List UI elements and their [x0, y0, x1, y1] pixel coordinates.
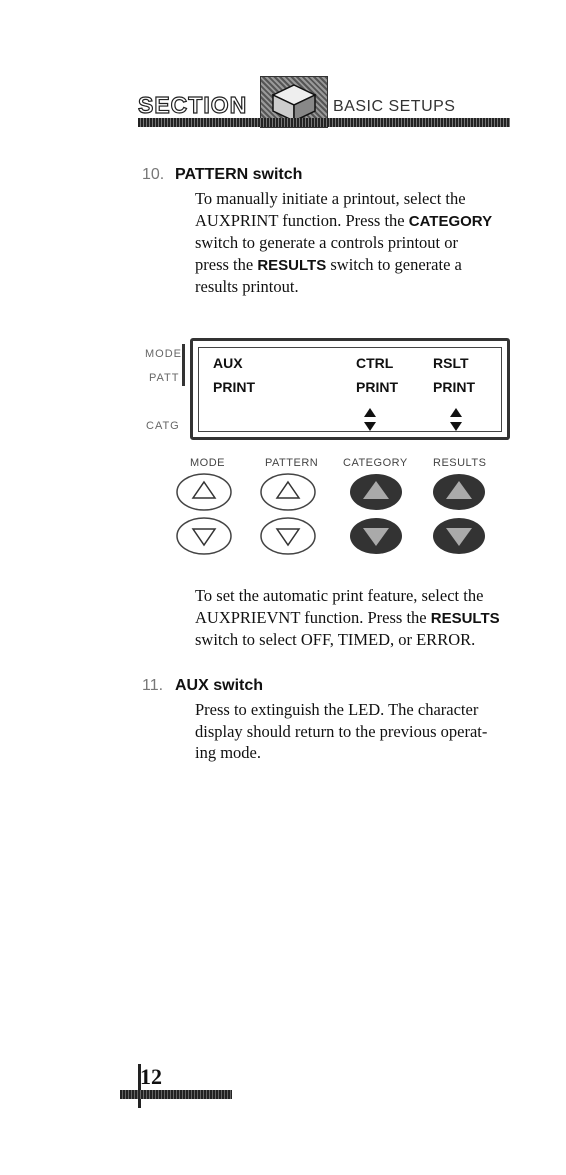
text-span: press the — [195, 254, 254, 274]
text-line: display should return to the previous op… — [195, 721, 488, 741]
display-print: PRINT — [356, 379, 398, 395]
character-display: AUX PRINT CTRL PRINT RSLT PRINT — [190, 338, 510, 440]
bold-term: CATEGORY — [408, 212, 493, 230]
side-bracket — [182, 344, 185, 386]
side-label-patt: PATT — [149, 372, 180, 384]
up-down-arrow-icon — [450, 408, 462, 431]
page-number: 12 — [140, 1064, 162, 1089]
bold-term: RESULTS — [257, 256, 327, 274]
item-title: AUX switch — [175, 677, 264, 694]
item-description: Press to extinguish the LED. The charact… — [195, 699, 513, 764]
mode-down-button[interactable] — [175, 516, 233, 556]
display-print: PRINT — [213, 379, 255, 395]
text-line: results printout. — [195, 277, 299, 296]
button-label-pattern: PATTERN — [265, 457, 319, 469]
display-ctrl: CTRL — [356, 355, 394, 371]
text-line: Press to extinguish the LED. The charact… — [195, 700, 479, 719]
category-down-button[interactable] — [347, 516, 405, 556]
bold-term: RESULTS — [430, 609, 500, 627]
text-span: AUXPRINT function. Press the — [195, 210, 405, 230]
button-label-category: CATEGORY — [343, 457, 408, 469]
text-line: switch to select OFF, TIMED, or ERROR. — [195, 630, 476, 649]
pattern-up-button[interactable] — [259, 472, 317, 512]
text-line: To manually initiate a printout, select … — [195, 189, 466, 208]
text-line: To set the automatic print feature, sele… — [195, 586, 484, 605]
text-line: AUXPRIEVNT function. Press the RESULTS — [195, 607, 513, 630]
button-label-mode: MODE — [190, 457, 225, 469]
footer-rule — [120, 1090, 232, 1099]
display-aux: AUX — [213, 355, 243, 371]
section-header: SECTION BASIC SETUPS — [137, 70, 510, 132]
text-line: press the RESULTS switch to generate a — [195, 254, 513, 277]
display-rslt: RSLT — [433, 355, 469, 371]
display-print: PRINT — [433, 379, 475, 395]
text-line: ing mode. — [195, 743, 261, 762]
section-title: BASIC SETUPS — [333, 98, 456, 115]
side-label-mode: MODE — [145, 348, 182, 360]
text-line: switch to generate a controls printout o… — [195, 233, 459, 252]
display-inner — [198, 347, 502, 432]
section-label: SECTION — [137, 91, 248, 118]
item-description: To manually initiate a printout, select … — [195, 188, 513, 298]
page-number-rule — [138, 1064, 141, 1108]
side-label-catg: CATG — [146, 420, 180, 432]
text-span: AUXPRIEVNT function. Press the — [195, 607, 427, 627]
button-label-results: RESULTS — [433, 457, 487, 469]
results-down-button[interactable] — [430, 516, 488, 556]
text-line: AUXPRINT function. Press the CATEGORY — [195, 210, 513, 233]
header-rule — [138, 118, 510, 127]
text-span: switch to generate a — [330, 254, 462, 274]
auto-print-description: To set the automatic print feature, sele… — [195, 585, 513, 651]
category-up-button[interactable] — [347, 472, 405, 512]
item-number: 10. — [142, 166, 165, 183]
up-down-arrow-icon — [364, 408, 376, 431]
item-title: PATTERN switch — [175, 166, 303, 183]
mode-up-button[interactable] — [175, 472, 233, 512]
results-up-button[interactable] — [430, 472, 488, 512]
item-number: 11. — [142, 677, 164, 694]
pattern-down-button[interactable] — [259, 516, 317, 556]
